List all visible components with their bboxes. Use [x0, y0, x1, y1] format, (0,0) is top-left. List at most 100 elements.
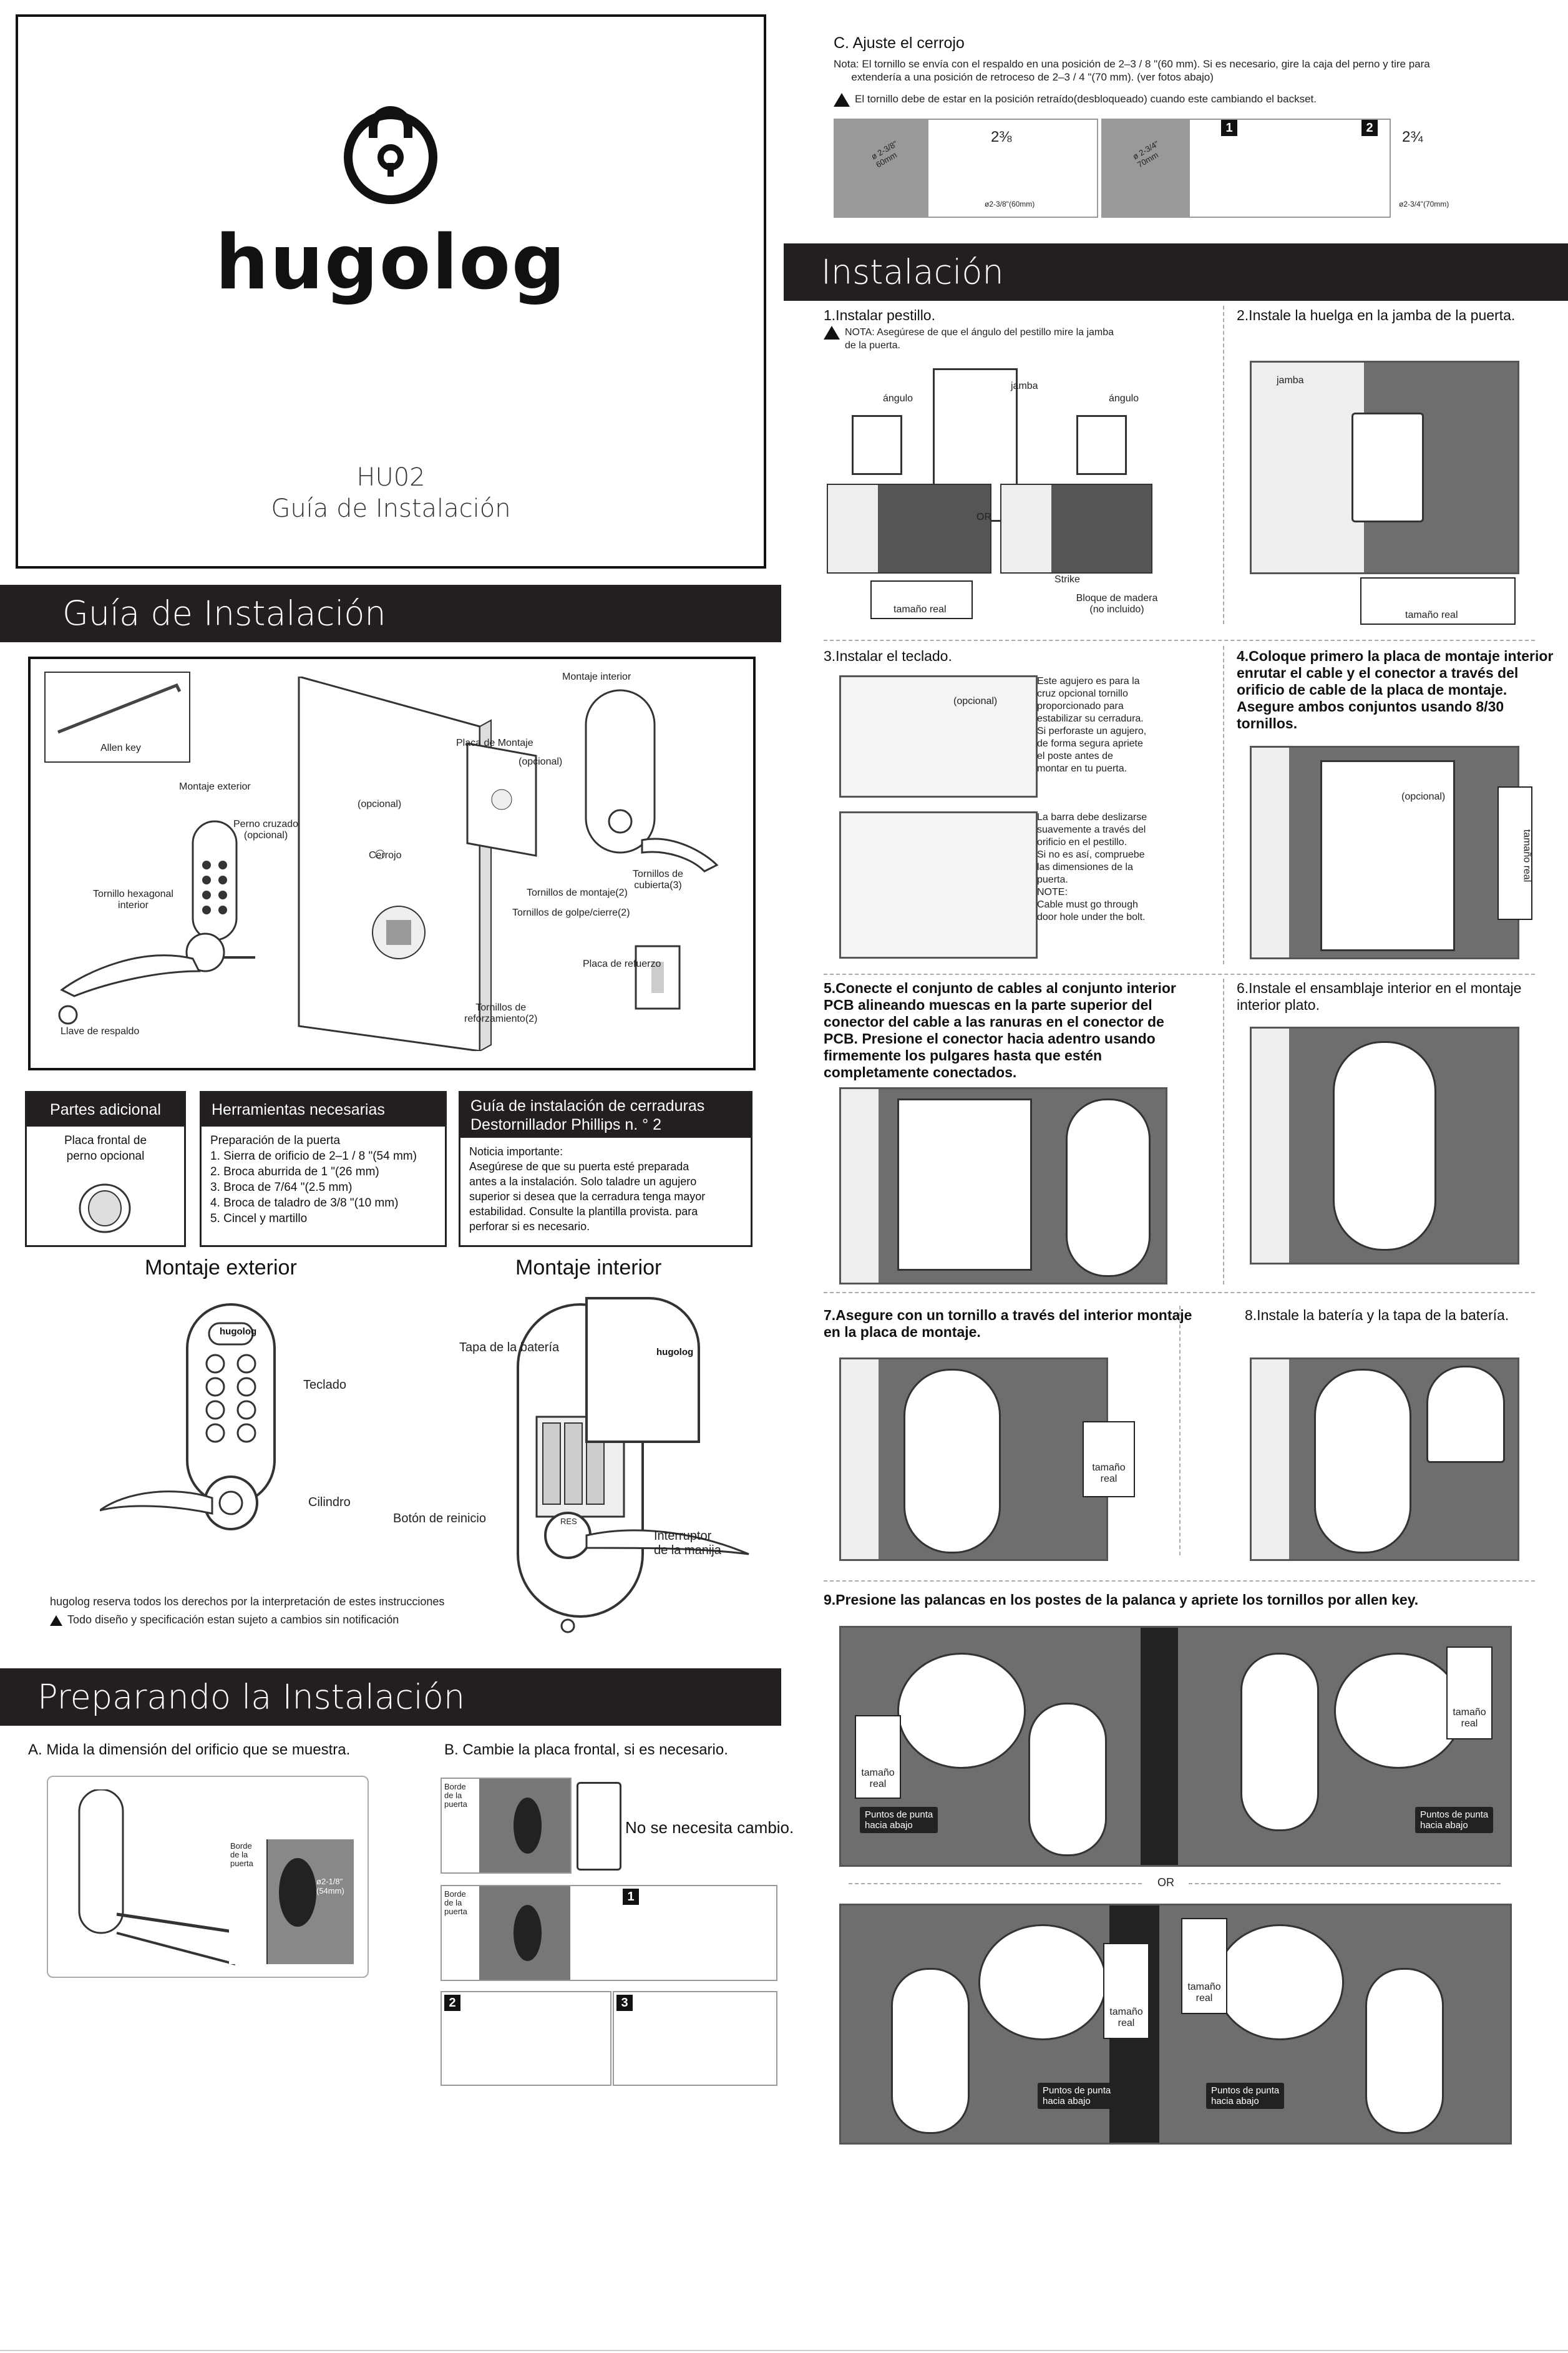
points-down-callout-2: Puntos de punta hacia abajo	[1415, 1807, 1494, 1833]
bolt-illustration-2: ø 2-3/4" 70mm 1 2 2¾ ø2-3/4"(70mm)	[1101, 119, 1449, 218]
exploded-diagram: Allen key Montaje exterior Perno cruzado…	[28, 657, 756, 1070]
points-down-callout-3: Puntos de punta hacia abajo	[1038, 2083, 1116, 2109]
label-interior-mount: Montaje interior	[562, 672, 631, 682]
bolt-badge-2: 2	[1361, 120, 1378, 136]
bolt-m2-label: 2¾	[1402, 129, 1423, 145]
step-3-illustration-1: (opcional)	[839, 675, 1038, 798]
real-size-screw-2: tamaño real	[1360, 577, 1516, 625]
divider-h-1	[824, 640, 1535, 641]
label-optional-2: (opcional)	[519, 756, 563, 767]
step5-door-edge	[841, 1089, 879, 1283]
bolt-note: Nota: El tornillo se envía con el respal…	[834, 58, 1430, 83]
parts-box-title: Partes adicional	[27, 1093, 184, 1127]
measure-illustration: Borde de la puerta ø2-1/8" (54mm)	[47, 1776, 369, 1978]
cover-frame: hugolog HU02 Guía de Instalación	[16, 14, 766, 569]
step-9-title: 9.Presione las palancas en los postes de…	[824, 1592, 1419, 1608]
warning-icon-bolt	[834, 92, 850, 107]
exterior-keypad-illustration	[58, 820, 255, 1025]
door-edge-strip	[229, 1839, 268, 1964]
label-strike-screws: Tornillos de golpe/cierre(2)	[512, 907, 630, 918]
step9b-interior-lock	[1365, 1968, 1444, 2134]
step-4-illustration: (opcional)	[1250, 746, 1519, 959]
allen-key-box: Allen key	[44, 672, 190, 763]
brand-name: hugolog	[215, 220, 567, 306]
step-badge-1: 1	[623, 1889, 639, 1905]
divider-v-3	[1223, 979, 1224, 1284]
prep-banner-text: Preparando la Instalación	[37, 1677, 465, 1717]
allen-key-label: Allen key	[100, 743, 141, 753]
interior-mount-illustration	[585, 689, 719, 1010]
tools-box-title: Herramientas necesarias	[202, 1093, 445, 1127]
reset-button-label: Botón de reinicio	[393, 1512, 486, 1525]
faceplate-nochange: Borde de la puerta	[441, 1778, 572, 1874]
step-2-illustration: jamba	[1250, 361, 1519, 574]
step-3-title: 3.Instalar el teclado.	[824, 648, 952, 664]
bore-hole-2	[514, 1798, 542, 1854]
door-edge-label-3: Borde de la puerta	[444, 1889, 467, 1916]
step-3-note-2: La barra debe deslizarse suavemente a tr…	[1037, 812, 1147, 922]
divider-or-right	[1189, 1883, 1501, 1884]
latch-install-2	[1000, 484, 1152, 574]
parts-box-body: Placa frontal de perno opcional	[64, 1134, 147, 1163]
step9a-interior-lock	[1240, 1653, 1319, 1831]
step-8-title: 8.Instale la batería y la tapa de la bat…	[1245, 1307, 1509, 1323]
divider-h-4	[824, 1580, 1535, 1582]
label-cover-screws: Tornillos de cubierta(3)	[633, 869, 683, 891]
step-4-title: 4.Coloque primero la placa de montaje in…	[1237, 648, 1554, 731]
step4-mount-plate	[1320, 760, 1455, 951]
warning-icon-step1	[824, 326, 840, 340]
prep-step-a: A. Mida la dimensión del orificio que se…	[28, 1741, 351, 1758]
step-8-illustration	[1250, 1358, 1519, 1561]
bottom-rule	[0, 2350, 1568, 2351]
handle-switch-label: Interruptor de la manija	[654, 1529, 721, 1557]
real-size-label-6: tamaño real	[1453, 1707, 1486, 1729]
step-6-title: 6.Instale el ensamblaje interior en el m…	[1237, 980, 1522, 1013]
step9b-zoom-2	[1215, 1924, 1344, 2040]
real-size-label-2: tamaño real	[1405, 610, 1458, 620]
bolt-door-face-2	[1103, 120, 1190, 217]
real-size-label-5: tamaño real	[861, 1768, 895, 1789]
points-down-callout-1: Puntos de punta hacia abajo	[860, 1807, 938, 1833]
step-7-title: 7.Asegure con un tornillo a través del i…	[824, 1307, 1192, 1340]
bolt-warning-text: El tornillo debe de estar en la posición…	[855, 93, 1317, 105]
guide-banner-text: Guía de Instalación	[62, 594, 386, 634]
step-2-title: 2.Instale la huelga en la jamba de la pu…	[1237, 307, 1516, 323]
step-6-illustration	[1250, 1027, 1519, 1265]
bolt-door-face	[835, 120, 928, 217]
door-slab-illustration	[298, 677, 492, 1051]
label-backup-key: Llave de respaldo	[61, 1026, 140, 1037]
step8-battery-cover	[1426, 1366, 1505, 1463]
real-size-screw-6: tamaño real	[1446, 1646, 1493, 1739]
battery-cover-label: Tapa de la batería	[459, 1341, 560, 1354]
bolt-badge-1: 1	[1221, 120, 1237, 136]
divider-v-4	[1179, 1306, 1181, 1555]
install-guide-box-title: Guía de instalación de cerraduras Destor…	[460, 1093, 751, 1138]
bolt-m4-label: ø2-3/4"(70mm)	[1399, 200, 1449, 208]
step-badge-2: 2	[444, 1995, 460, 2011]
step3-optional-label: (opcional)	[953, 696, 998, 707]
divider-v-2	[1223, 646, 1224, 964]
exterior-logo: hugolog	[220, 1326, 257, 1337]
faceplate-change-2: 2	[441, 1991, 611, 2086]
step1-angle-label-1: ángulo	[883, 393, 913, 404]
step1-or-label: OR	[976, 512, 991, 522]
latch-detail-1	[852, 415, 902, 475]
step-3-illustration-2	[839, 811, 1038, 959]
measure-detail: Borde de la puerta ø2-1/8" (54mm)	[229, 1839, 354, 1964]
interior-res-label: RES	[560, 1517, 577, 1526]
or-label: OR	[1157, 1876, 1174, 1889]
label-cross-pin: Perno cruzado (opcional)	[233, 819, 299, 841]
divider-v-1	[1223, 306, 1224, 624]
divider-h-3	[824, 1292, 1535, 1293]
bore-hole-3	[514, 1905, 542, 1961]
bolt-m1-label: 2⅜	[991, 129, 1012, 145]
step-9-illustration-a: tamaño real tamaño real Puntos de punta …	[839, 1626, 1512, 1867]
step-3-note-1: Este agujero es para la cruz opcional to…	[1037, 676, 1147, 774]
cover-subtitle: Guía de Instalación	[271, 494, 511, 523]
step9a-zoom-1	[897, 1653, 1026, 1769]
prep-banner: Preparando la Instalación	[0, 1668, 781, 1726]
step-1-note: NOTA: Asegúrese de que el ángulo del pes…	[824, 326, 1114, 352]
bore-hole	[279, 1858, 316, 1927]
step9b-zoom-1	[978, 1924, 1107, 2040]
step1-jamb-label: jamba	[1011, 381, 1038, 391]
